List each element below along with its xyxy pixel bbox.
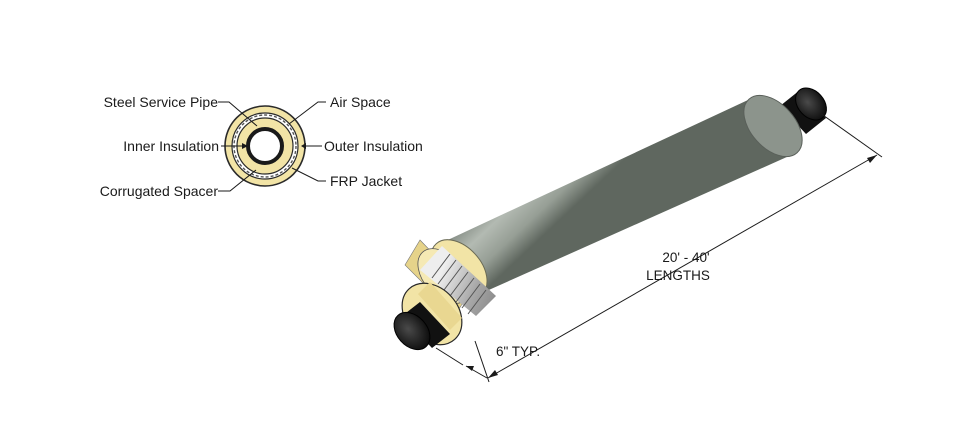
near-steel-pipe-end [393,311,431,351]
corrugated-spacer-band [420,246,496,316]
pipe-isometric [393,87,827,351]
extension-line-near [435,347,464,366]
label-corrugated-spacer: Corrugated Spacer [100,183,219,199]
label-air-space: Air Space [330,94,391,110]
dimension-length-unit: LENGTHS [646,268,710,283]
extension-line-far [819,112,883,158]
leader-corrugated-spacer [218,169,257,192]
label-frp-jacket: FRP Jacket [330,173,402,189]
arrowhead-outer-insulation [301,143,306,149]
label-outer-insulation: Outer Insulation [324,138,423,154]
arrowhead-inner-insulation [242,143,248,149]
far-steel-pipe-end [795,87,827,121]
dimension-length-value: 20' - 40' [662,250,709,265]
frp-jacket-body [437,100,798,293]
arrowhead-length-near [488,370,498,378]
leader-steel-service-pipe [218,101,258,127]
leader-air-space [288,101,326,125]
dimension-lines [435,112,883,383]
leader-lines [218,101,326,192]
leader-frp-jacket [291,167,326,182]
frp-jacket-far-end [743,94,803,158]
steel-service-pipe-ring [246,127,284,165]
length-dimension-line [487,154,878,379]
extension-line-mid [474,340,490,383]
arrowhead-length-far [867,155,877,163]
label-steel-service-pipe: Steel Service Pipe [104,94,219,110]
dimension-end-exposure: 6" TYP. [496,344,540,359]
spacer-corrugations [431,253,487,315]
inner-insulation-band [418,282,462,330]
label-inner-insulation: Inner Insulation [123,138,219,154]
cross-section [224,105,306,187]
arrowhead-end-near [466,366,474,371]
